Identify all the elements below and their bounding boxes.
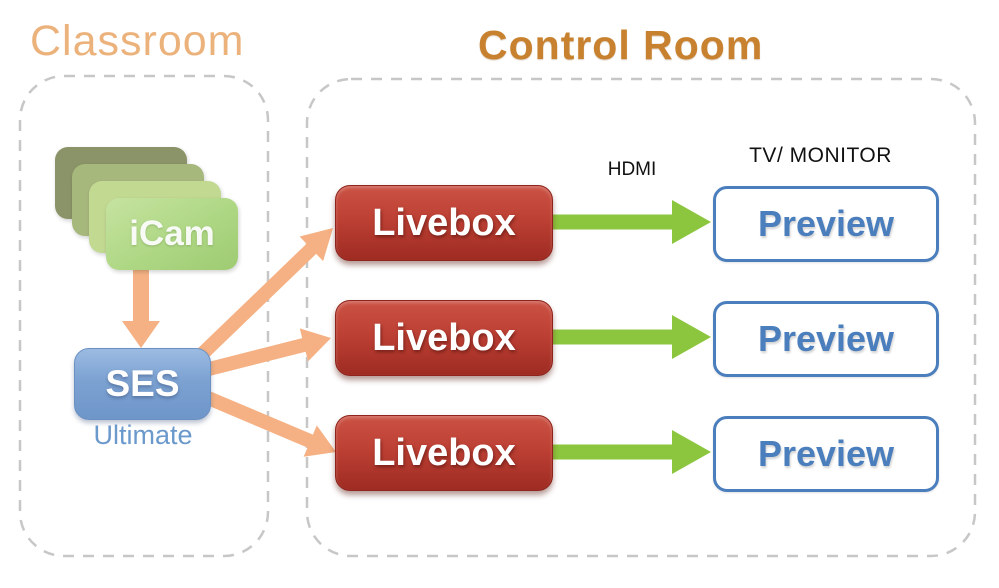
control-room-title: Control Room	[478, 22, 764, 68]
hdmi-label: HDMI	[607, 159, 657, 180]
livebox-3-to-preview-3-arrow	[552, 430, 711, 474]
livebox-1-to-preview-1-arrow	[552, 200, 711, 244]
livebox-2-to-preview-2-arrow	[552, 315, 711, 359]
livebox-label-1: Livebox	[372, 201, 516, 244]
livebox-node-1: Livebox	[335, 185, 553, 261]
icam-node: iCam	[106, 198, 238, 270]
icam-to-ses-arrow	[122, 266, 160, 348]
ses-node: SES	[74, 348, 211, 420]
preview-node-2: Preview	[713, 301, 939, 377]
icam-label: iCam	[129, 214, 215, 253]
ses-sublabel: Ultimate	[93, 420, 193, 450]
ses-label: SES	[105, 363, 180, 404]
livebox-label-3: Livebox	[372, 431, 516, 474]
livebox-node-2: Livebox	[335, 300, 553, 376]
livebox-label-2: Livebox	[372, 316, 516, 359]
control-room-boundary	[305, 77, 977, 558]
preview-node-3: Preview	[713, 416, 939, 492]
preview-label-3: Preview	[757, 433, 895, 474]
ses-to-livebox-1-arrow	[197, 228, 333, 360]
classroom-boundary	[18, 74, 270, 558]
preview-label-2: Preview	[757, 318, 895, 359]
livebox-node-3: Livebox	[335, 415, 553, 491]
classroom-title: Classroom	[30, 17, 245, 65]
ses-to-livebox-3-arrow	[203, 390, 336, 457]
preview-label-1: Preview	[757, 203, 895, 244]
ses-to-livebox-2-arrow	[207, 328, 331, 376]
preview-node-1: Preview	[713, 186, 939, 262]
tv-monitor-label: TV/ MONITOR	[749, 144, 892, 167]
